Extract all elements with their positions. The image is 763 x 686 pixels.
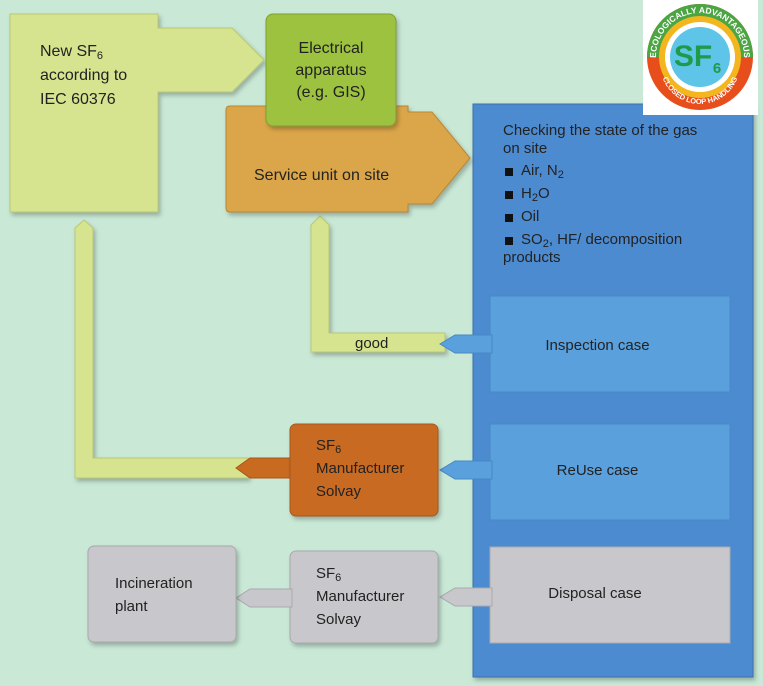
- electrical-apparatus-label: Electrical apparatus (e.g. GIS): [266, 38, 396, 104]
- checking-title-line1: Checking the state of the gas: [503, 122, 698, 139]
- checking-list-wrap: Air, N2 H2O Oil SO2, HF/ decomposition p…: [503, 162, 743, 270]
- good-label: good: [355, 335, 389, 352]
- incineration-line2: plant: [115, 598, 148, 615]
- checking-title: Checking the state of the gas on site: [503, 122, 743, 158]
- inspection-case-label: Inspection case: [545, 337, 650, 354]
- mfr-grey-prefix: SF: [316, 565, 336, 582]
- reuse-case-label: ReUse case: [556, 462, 639, 479]
- electrical-apparatus-shape: [265, 13, 397, 127]
- logo-sf-text: SF: [674, 40, 712, 73]
- sf6-logo: ECOLOGICALLY ADVANTAGEOUS CLOSED LOOP HA…: [643, 0, 758, 115]
- reuse-return-arrow: [74, 219, 249, 479]
- check-item-air: Air, N2: [503, 162, 743, 181]
- new-sf6-line3: IEC 60376: [40, 91, 116, 108]
- new-sf6-line2: according to: [40, 67, 128, 84]
- apparatus-line3: (e.g. GIS): [296, 84, 366, 101]
- incineration-line1: Incineration: [115, 575, 193, 592]
- check-item-h2o: H2O: [503, 185, 743, 204]
- incineration-shape: [87, 545, 237, 643]
- mfr-orange-sub: 6: [335, 444, 342, 456]
- checking-title-line2: on site: [503, 140, 548, 157]
- disposal-arrow: [439, 587, 493, 607]
- service-unit-shape: [225, 105, 471, 213]
- reuse-arrow: [439, 460, 493, 480]
- mfr-grey-sub: 6: [335, 572, 342, 584]
- manufacturer-orange-shape: [289, 423, 439, 517]
- mfr-orange-prefix: SF: [316, 437, 336, 454]
- inspection-arrow: [439, 334, 493, 354]
- new-sf6-shape: [9, 13, 265, 213]
- inspection-case-shape: [489, 295, 731, 393]
- mfr-orange-line3: Solvay: [316, 483, 362, 500]
- mfr-grey-line3: Solvay: [316, 611, 362, 628]
- incineration-label: Incineration plant: [115, 572, 193, 618]
- mfr-grey-line2: Manufacturer: [316, 588, 405, 605]
- manufacturer-grey-label: SF6 Manufacturer Solvay: [316, 562, 404, 631]
- new-sf6-label: New SF6 according to IEC 60376: [40, 40, 155, 112]
- new-sf6-sub: 6: [96, 50, 104, 62]
- new-sf6-prefix: New SF: [40, 43, 97, 60]
- service-unit-label: Service unit on site: [254, 167, 390, 184]
- check-item-oil: Oil: [503, 208, 743, 226]
- manufacturer-orange-label: SF6 Manufacturer Solvay: [316, 434, 404, 503]
- reuse-case-shape: [489, 423, 731, 521]
- checking-list: Air, N2 H2O Oil SO2, HF/ decomposition p…: [503, 162, 743, 267]
- manufacturer-grey-arrow: [235, 588, 293, 608]
- disposal-case-label: Disposal case: [548, 585, 642, 602]
- apparatus-line2: apparatus: [295, 62, 367, 79]
- mfr-orange-line2: Manufacturer: [316, 460, 405, 477]
- check-item-so2: SO2, HF/ decomposition products: [503, 231, 743, 267]
- apparatus-line1: Electrical: [298, 40, 364, 57]
- logo-sub-text: 6: [713, 60, 721, 77]
- good-return-arrow: [310, 215, 446, 353]
